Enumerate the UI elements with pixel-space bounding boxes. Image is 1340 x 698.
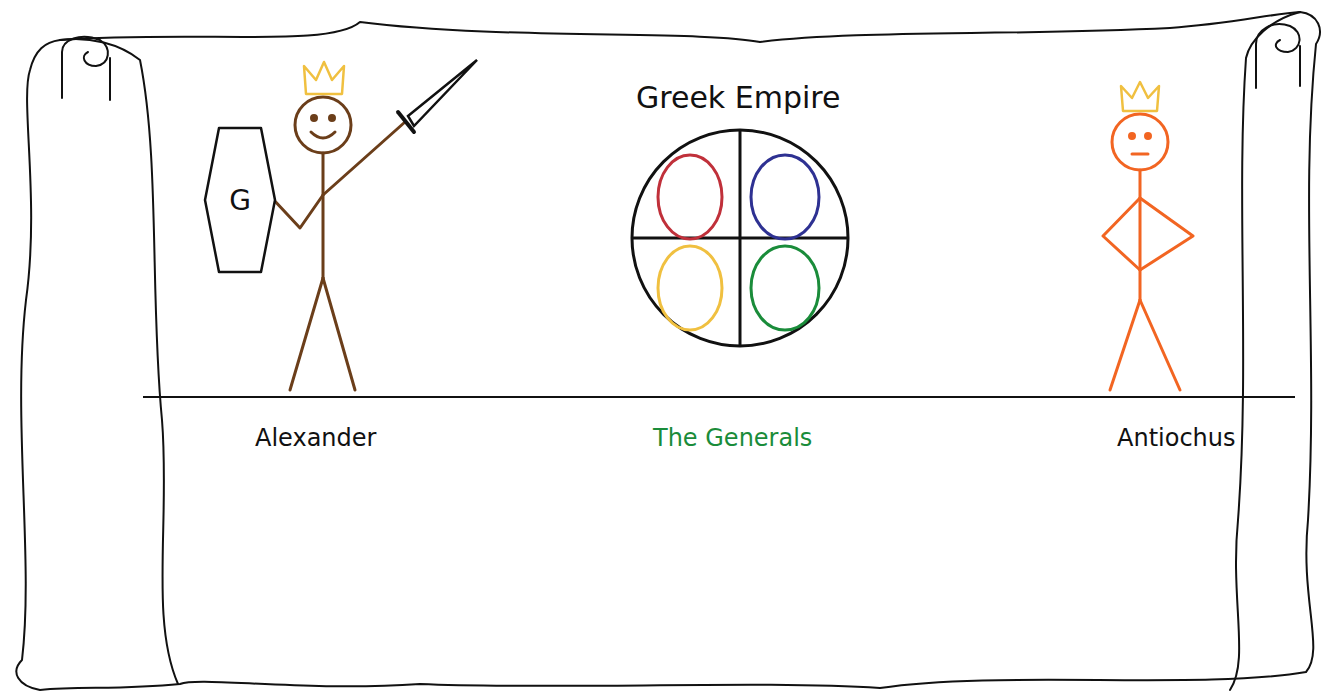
diagram-title: Greek Empire (636, 80, 840, 115)
baseline (143, 396, 1295, 398)
alexander-crown (304, 62, 344, 94)
shield-content: G (203, 126, 277, 274)
empire-circle (632, 130, 848, 346)
figure-name: Alexander (255, 424, 376, 452)
shield-shape: G (203, 126, 277, 274)
scroll-curl-right-roll (1256, 24, 1300, 88)
group-name: The Generals (653, 424, 812, 452)
antiochus-figure (1103, 114, 1193, 390)
scroll-outline (16, 12, 1319, 690)
antiochus-crown (1121, 82, 1159, 111)
scroll-curl-left-roll (62, 37, 110, 100)
sword (398, 60, 477, 132)
alexander-figure (272, 97, 405, 390)
shield-letter: G (229, 184, 251, 217)
figure-name: Antiochus (1117, 424, 1236, 452)
scroll-curl-left (60, 39, 178, 684)
scroll-curl-right (1230, 12, 1300, 690)
